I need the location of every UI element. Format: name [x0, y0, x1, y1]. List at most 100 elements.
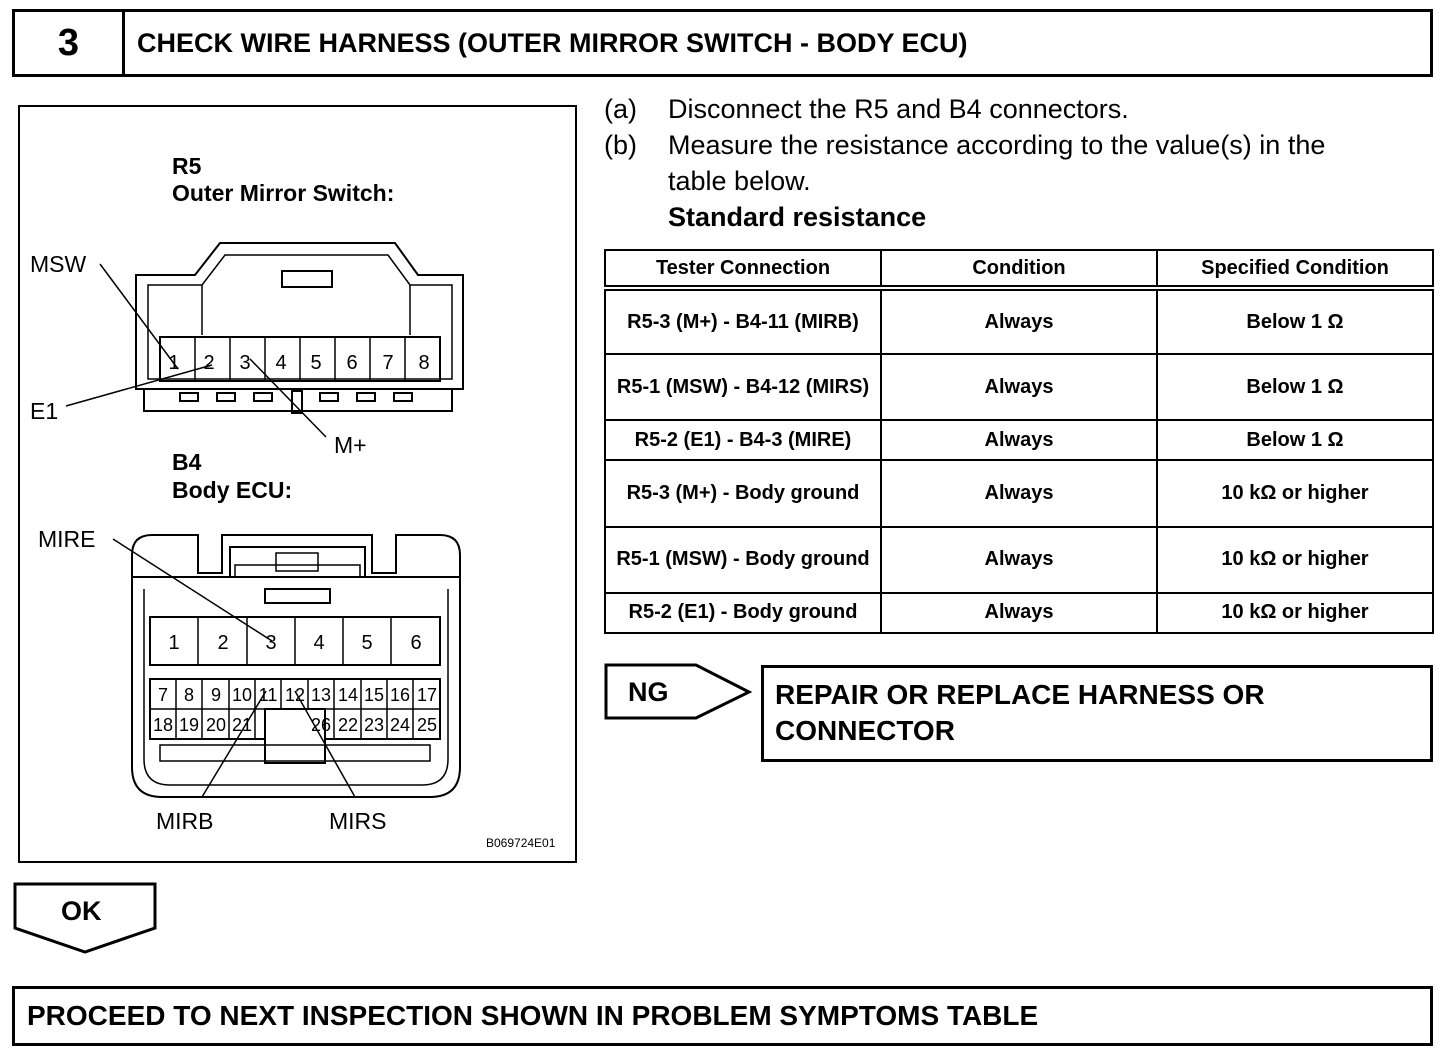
b4-pin-13: 13: [311, 685, 331, 705]
b4-pin-14: 14: [338, 685, 358, 705]
cell-condition: Always: [880, 286, 1158, 356]
cell-condition: Always: [880, 459, 1158, 528]
header-condition: Condition: [880, 249, 1158, 291]
ng-label: NG: [628, 677, 669, 707]
callout-msw: MSW: [30, 251, 87, 277]
callout-m-plus: M+: [334, 432, 367, 458]
b4-pin-9: 9: [211, 685, 221, 705]
b4-pin-17: 17: [417, 685, 437, 705]
b4-pin-6: 6: [410, 632, 421, 654]
standard-resistance-label: Standard resistance: [668, 202, 927, 232]
cell-connection: R5-3 (M+) - B4-11 (MIRB): [604, 286, 882, 356]
instruction-b-text: Measure the resistance according to the …: [668, 130, 1326, 160]
cell-spec: Below 1 Ω: [1156, 419, 1434, 462]
b4-callout-lines: [112, 538, 356, 798]
callout-mirb: MIRB: [156, 808, 214, 834]
proceed-box: PROCEED TO NEXT INSPECTION SHOWN IN PROB…: [12, 986, 1433, 1046]
b4-pin-8: 8: [184, 685, 194, 705]
b4-pin-11: 11: [259, 685, 278, 705]
table-row: R5-3 (M+) - B4-11 (MIRB) Always Below 1 …: [604, 286, 1434, 356]
b4-pin-23: 23: [364, 715, 384, 735]
b4-top-pin-labels: 1 2 3 4 5 6: [168, 632, 421, 654]
instruction-a-text: Disconnect the R5 and B4 connectors.: [668, 94, 1129, 124]
b4-pin-25: 25: [417, 715, 437, 735]
b4-pin-16: 16: [390, 685, 410, 705]
b4-pin-10: 10: [232, 685, 252, 705]
r5-pin-5: 5: [310, 352, 321, 374]
cell-spec: Below 1 Ω: [1156, 286, 1434, 356]
ok-arrow[interactable]: OK: [13, 882, 161, 961]
b4-code: B4: [172, 449, 202, 475]
r5-pin-8: 8: [418, 352, 429, 374]
cell-condition: Always: [880, 353, 1158, 422]
b4-pin-1: 1: [168, 632, 179, 654]
b4-name: Body ECU:: [172, 477, 292, 503]
r5-code: R5: [172, 153, 202, 179]
r5-pin-2: 2: [203, 352, 214, 374]
cell-condition: Always: [880, 419, 1158, 462]
header-specified-condition: Specified Condition: [1156, 249, 1434, 291]
r5-connector: [135, 242, 464, 414]
b4-pin-4: 4: [313, 632, 324, 654]
r5-pin-labels: 1 2 3 4 5 6 7 8: [168, 352, 429, 374]
table-row: R5-1 (MSW) - Body ground Always 10 kΩ or…: [604, 525, 1434, 594]
b4-pin-24: 24: [390, 715, 410, 735]
callout-mirs: MIRS: [329, 808, 387, 834]
b4-pin-26: 26: [311, 715, 331, 735]
b4-pin-3: 3: [265, 632, 276, 654]
b4-pin-18: 18: [153, 715, 173, 735]
r5-pin-7: 7: [382, 352, 393, 374]
cell-spec: 10 kΩ or higher: [1156, 591, 1434, 635]
b4-row2-pin-labels: 7 8 9 10 11 12 13 14 15 16 17: [158, 685, 437, 705]
table-row: R5-2 (E1) - Body ground Always 10 kΩ or …: [604, 591, 1434, 635]
r5-pin-6: 6: [346, 352, 357, 374]
instruction-b-continuation: table below.: [668, 166, 811, 196]
ng-arrow[interactable]: NG: [604, 663, 754, 728]
b4-pin-5: 5: [361, 632, 372, 654]
cell-condition: Always: [880, 525, 1158, 594]
b4-pin-2: 2: [217, 632, 228, 654]
b4-pin-21: 21: [232, 715, 252, 735]
table-row: R5-3 (M+) - Body ground Always 10 kΩ or …: [604, 459, 1434, 528]
step-title: CHECK WIRE HARNESS (OUTER MIRROR SWITCH …: [137, 27, 968, 58]
r5-callout-lines: [65, 263, 327, 438]
b4-row3-pin-labels: 18 19 20 21 22 23 24 25 26: [153, 715, 437, 735]
r5-pin-3: 3: [239, 352, 250, 374]
b4-pin-15: 15: [364, 685, 384, 705]
figure-id: B069724E01: [486, 836, 556, 850]
b4-pin-7: 7: [158, 685, 168, 705]
connector-diagram: R5 Outer Mirror Switch:: [18, 105, 577, 863]
r5-pin-grid: [194, 337, 406, 381]
cell-connection: R5-2 (E1) - B4-3 (MIRE): [604, 419, 882, 462]
callout-e1: E1: [30, 398, 58, 424]
b4-pin-19: 19: [179, 715, 199, 735]
r5-name: Outer Mirror Switch:: [172, 180, 394, 206]
callout-mire: MIRE: [38, 526, 96, 552]
b4-pin-22: 22: [338, 715, 358, 735]
repair-action-box: REPAIR OR REPLACE HARNESS OR CONNECTOR: [761, 665, 1433, 762]
table-header-row: Tester Connection Condition Specified Co…: [604, 249, 1434, 291]
table-row: R5-2 (E1) - B4-3 (MIRE) Always Below 1 Ω: [604, 419, 1434, 462]
step-header: 3 CHECK WIRE HARNESS (OUTER MIRROR SWITC…: [12, 9, 1433, 77]
ok-arrow-shape: OK: [13, 882, 157, 954]
header-tester-connection: Tester Connection: [604, 249, 882, 291]
b4-pin-grid: [150, 617, 440, 739]
step-number: 3: [15, 12, 125, 74]
instruction-a-marker: (a): [604, 94, 637, 124]
ok-label: OK: [61, 896, 102, 926]
cell-condition: Always: [880, 591, 1158, 635]
b4-connector: [131, 534, 461, 798]
cell-connection: R5-3 (M+) - Body ground: [604, 459, 882, 528]
cell-connection: R5-1 (MSW) - B4-12 (MIRS): [604, 353, 882, 422]
ng-arrow-shape: NG: [604, 663, 753, 720]
cell-connection: R5-2 (E1) - Body ground: [604, 591, 882, 635]
cell-spec: Below 1 Ω: [1156, 353, 1434, 422]
table-row: R5-1 (MSW) - B4-12 (MIRS) Always Below 1…: [604, 353, 1434, 422]
connector-diagram-svg: R5 Outer Mirror Switch:: [30, 153, 556, 850]
b4-pin-20: 20: [206, 715, 226, 735]
cell-spec: 10 kΩ or higher: [1156, 525, 1434, 594]
instruction-b-marker: (b): [604, 130, 637, 160]
cell-connection: R5-1 (MSW) - Body ground: [604, 525, 882, 594]
cell-spec: 10 kΩ or higher: [1156, 459, 1434, 528]
r5-pin-4: 4: [275, 352, 286, 374]
